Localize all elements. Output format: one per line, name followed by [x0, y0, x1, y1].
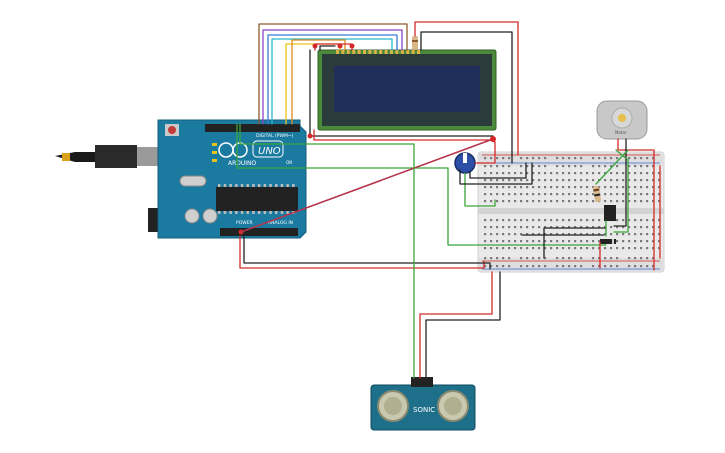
wire-pot-black2: [469, 162, 527, 179]
wire-sensor-red: [419, 271, 493, 379]
lcd-display: [317, 49, 497, 131]
arduino-uno-board: ARDUINO UNO DIGITAL (PWM~) ON POWER ANAL…: [55, 119, 307, 239]
wire-sensor-black: [425, 271, 501, 379]
transistor: [604, 205, 616, 221]
wire-lcd-black-rail: [420, 31, 513, 164]
breadboard: [477, 151, 665, 273]
wire-motor-red: [617, 138, 655, 271]
diode: [600, 239, 616, 244]
power-label: POWER: [236, 220, 253, 226]
wire-pot-green: [464, 172, 496, 207]
usb-cable: [55, 152, 95, 162]
wire-motor-black: [613, 138, 627, 227]
wire-arduino-5v-diag: [240, 138, 494, 233]
lcd-resistor: [412, 36, 418, 50]
wire-lcd-black-top: [319, 45, 336, 51]
wires: [236, 21, 661, 379]
brand-text: ARDUINO: [228, 160, 257, 167]
usb-plug: [95, 145, 137, 168]
uno-logo-text: UNO: [258, 146, 281, 157]
wire-lcd-left-red: [313, 129, 491, 141]
digital-header: [205, 124, 300, 132]
breadboard-holes: [484, 157, 661, 268]
wire-cyan: [271, 38, 393, 125]
digital-label: DIGITAL (PWM~): [256, 133, 294, 139]
wire-orange: [291, 39, 346, 125]
wire-arduino-black-bottom: [243, 235, 491, 270]
wire-sensor-green: [239, 123, 415, 379]
atmega-chip: [216, 187, 298, 211]
wire-pot-black: [459, 162, 533, 185]
sensor-brand: SONIC: [413, 406, 435, 414]
wire-motor-green2: [613, 149, 629, 233]
motor-shaft: [618, 114, 626, 122]
motor-label: Motor: [615, 130, 627, 135]
wire-lcd-red-rail: [414, 21, 519, 156]
wire-transistor-black: [543, 227, 607, 259]
ultrasonic-sensor: SONIC: [370, 377, 476, 431]
wire-brown: [258, 23, 408, 125]
analog-label: ANALOG IN: [268, 220, 293, 226]
dc-motor: Motor: [596, 100, 648, 140]
on-label: ON: [286, 160, 292, 165]
wire-arduino-red-bottom: [239, 235, 485, 269]
wire-junctions: [307, 43, 496, 142]
wire-arduino-green-vo: [236, 123, 607, 246]
lcd-screen: [334, 66, 480, 112]
wire-purple: [262, 29, 403, 125]
potentiometer[interactable]: [454, 152, 476, 174]
resistor: [592, 185, 602, 203]
power-header: [220, 228, 298, 236]
wire-blue: [267, 34, 398, 125]
